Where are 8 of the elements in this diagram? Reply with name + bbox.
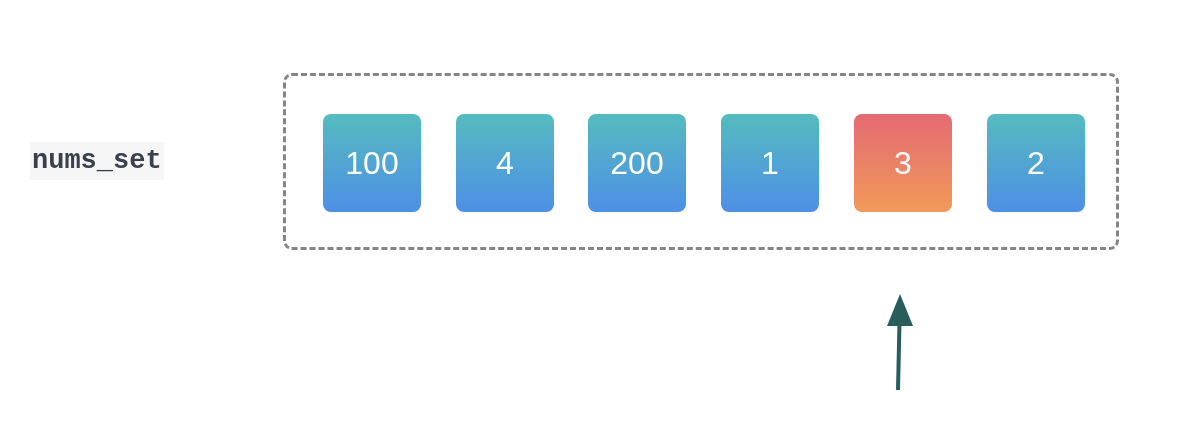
- element-box: 1: [721, 114, 819, 212]
- element-box: 2: [987, 114, 1085, 212]
- dashed-container: [283, 73, 1119, 250]
- element-box: 4: [456, 114, 554, 212]
- highlighted-element-box: 3: [854, 114, 952, 212]
- element-box: 200: [588, 114, 686, 212]
- variable-name: nums_set: [30, 142, 164, 180]
- element-box: 100: [323, 114, 421, 212]
